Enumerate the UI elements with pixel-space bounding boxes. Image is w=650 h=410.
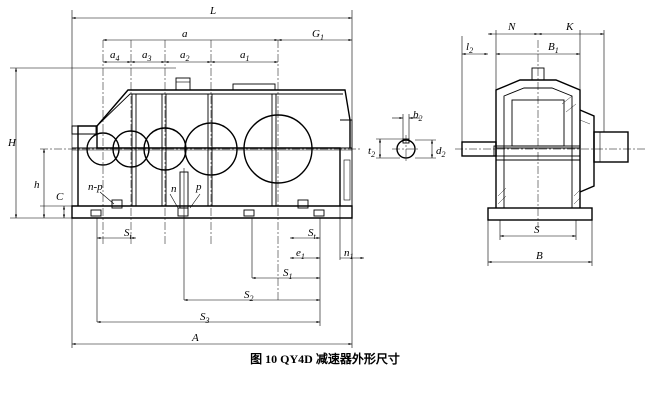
dim-np: n-p — [88, 181, 103, 193]
dim-a3: a3 — [142, 49, 152, 63]
dim-S1: S1 — [283, 267, 293, 281]
dim-St-right: St — [308, 227, 317, 241]
dim-L: L — [209, 5, 216, 17]
housing-cover — [96, 89, 351, 148]
dim-S: S — [534, 224, 540, 236]
breather-cap — [175, 77, 191, 91]
dim-n1: n1 — [344, 247, 354, 261]
dim-G1: G1 — [312, 28, 324, 42]
dim-C: C — [56, 191, 64, 203]
dim-n: n — [171, 183, 177, 195]
figure-caption: 图 10 QY4D 减速器外形尺寸 — [250, 352, 400, 366]
right-shaft — [593, 131, 629, 163]
dim-a: a — [182, 28, 188, 40]
dim-A: A — [191, 332, 199, 344]
dim-H: H — [7, 137, 17, 149]
figure-caption-container: 图 10 QY4D 减速器外形尺寸 — [0, 350, 650, 368]
side-base — [487, 207, 593, 221]
dim-a1: a1 — [240, 49, 250, 63]
dim-d2: d2 — [436, 145, 446, 159]
dim-h: h — [34, 179, 40, 191]
dim-St-left: St — [124, 227, 133, 241]
dim-S3: S3 — [200, 311, 210, 325]
dim-p: p — [195, 181, 202, 193]
foot-bolts — [90, 168, 325, 230]
front-view: L a G1 a4 a3 a2 a1 H h C n-p n p St St e… — [7, 5, 364, 348]
dim-S2: S2 — [244, 289, 254, 303]
dim-l2: l2 — [466, 41, 473, 55]
dim-t2: t2 — [368, 145, 375, 159]
dim-e1: e1 — [296, 247, 305, 261]
side-view: l2 N K B1 S B — [455, 21, 645, 266]
housing-lower — [77, 125, 341, 206]
dim-a4: a4 — [110, 49, 120, 63]
dim-b2: b2 — [413, 109, 423, 123]
dim-N: N — [507, 21, 516, 33]
shaft-key-section: b2 t2 d2 — [368, 109, 446, 163]
dim-B: B — [536, 250, 543, 262]
dim-a2: a2 — [180, 49, 190, 63]
dim-B1: B1 — [548, 41, 559, 55]
dim-K: K — [565, 21, 574, 33]
